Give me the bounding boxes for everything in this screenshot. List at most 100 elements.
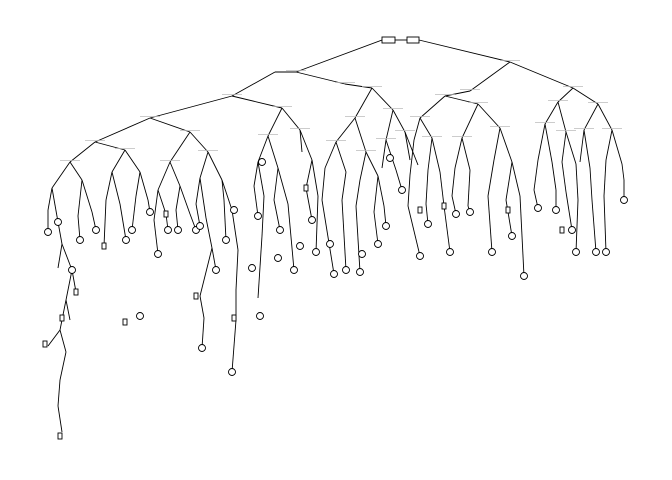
tree-edge <box>355 179 361 207</box>
tree-edge <box>94 117 151 143</box>
tree-edge <box>153 219 159 255</box>
tree-edge <box>69 161 83 181</box>
tree-edge <box>381 139 387 169</box>
leaf-node <box>154 250 162 258</box>
tree-edge <box>235 249 239 291</box>
tree-edge <box>324 141 337 169</box>
tree-edge <box>231 319 237 373</box>
tree-edge <box>135 171 141 197</box>
leaf-node <box>68 266 76 274</box>
tree-edge <box>565 131 577 165</box>
leaf-node <box>101 242 107 250</box>
leaf-node <box>128 226 136 234</box>
root-node-box-left <box>381 36 396 44</box>
tree-edge <box>59 351 67 381</box>
tree-edge <box>149 117 191 133</box>
tree-edge <box>544 101 559 125</box>
leaf-node <box>358 250 366 258</box>
leaf-node <box>222 236 230 244</box>
leaf-node <box>274 254 282 262</box>
leaf-node <box>290 266 298 274</box>
leaf-node <box>572 248 580 256</box>
tree-edge <box>407 205 421 257</box>
tree-edge <box>153 189 159 221</box>
tree-edge <box>277 167 289 205</box>
leaf-node <box>356 268 364 276</box>
tree-edge <box>77 179 83 217</box>
tree-edge <box>419 117 433 139</box>
leaf-node <box>228 368 236 376</box>
tree-edge <box>65 269 73 301</box>
tree-edge <box>257 235 263 299</box>
leaf-node <box>308 216 316 224</box>
leaf-node <box>592 248 600 256</box>
tree-edge <box>544 123 553 163</box>
tree-edge <box>47 187 53 211</box>
leaf-node <box>57 432 63 440</box>
tree-edge <box>157 161 171 191</box>
leaf-node <box>386 154 394 162</box>
leaf-node <box>446 248 454 256</box>
tree-edge <box>199 247 213 297</box>
leaf-node <box>254 212 262 220</box>
tree-edge <box>487 195 493 253</box>
tree-edge <box>119 203 127 241</box>
tree-edge <box>321 167 326 201</box>
leaf-node <box>382 222 390 230</box>
tree-edge <box>124 149 141 173</box>
tree-edge <box>169 161 181 187</box>
leaf-node <box>416 252 424 260</box>
tree-edge <box>111 171 121 205</box>
tree-edge <box>404 131 411 161</box>
tree-edge <box>469 61 511 92</box>
tree-edge <box>589 167 593 201</box>
leaf-node <box>303 184 309 192</box>
tree-edge <box>257 161 265 197</box>
tree-edge <box>603 159 607 197</box>
tree-edge <box>105 171 113 201</box>
tree-edge <box>231 209 239 251</box>
tree-edge <box>439 171 445 207</box>
leaf-node <box>231 314 237 322</box>
tree-edge <box>477 103 501 129</box>
tree-edge <box>444 90 471 97</box>
leaf-node <box>559 226 565 234</box>
tree-edge <box>199 177 207 219</box>
tree-edge <box>365 151 379 177</box>
tree-edge <box>47 329 61 347</box>
tree-edge <box>404 131 419 166</box>
tree-edge <box>51 161 71 189</box>
tree-edge <box>597 103 613 131</box>
leaf-node <box>568 226 576 234</box>
tree-edge <box>487 159 495 197</box>
tree-edge <box>572 87 599 105</box>
tree-edge <box>413 117 421 141</box>
root-node-box-right <box>406 36 420 44</box>
tree-edge <box>169 131 191 163</box>
tree-edge <box>493 127 501 161</box>
tree-edge <box>561 131 567 163</box>
tree-edge <box>175 185 181 211</box>
leaf-node <box>59 314 65 322</box>
tree-edge <box>392 109 406 133</box>
tree-edge <box>199 151 209 179</box>
tree-edge <box>451 167 456 197</box>
tree-edge <box>371 87 394 111</box>
tree-edge <box>583 103 599 131</box>
tree-edge <box>267 135 279 169</box>
tree-edge <box>418 39 511 63</box>
leaf-node <box>466 208 474 216</box>
tree-edge <box>499 127 513 163</box>
tree-edge <box>199 295 205 319</box>
tree-edge <box>575 199 579 253</box>
tree-edge <box>57 405 63 433</box>
tree-edge <box>611 129 623 165</box>
leaf-node <box>73 288 79 296</box>
leaf-node <box>198 344 206 352</box>
tree-edge <box>461 137 471 171</box>
tree-edge <box>81 179 93 213</box>
leaf-node <box>452 210 460 218</box>
tree-edge <box>621 163 625 181</box>
tree-edge <box>377 175 385 207</box>
tree-edge <box>354 117 367 153</box>
